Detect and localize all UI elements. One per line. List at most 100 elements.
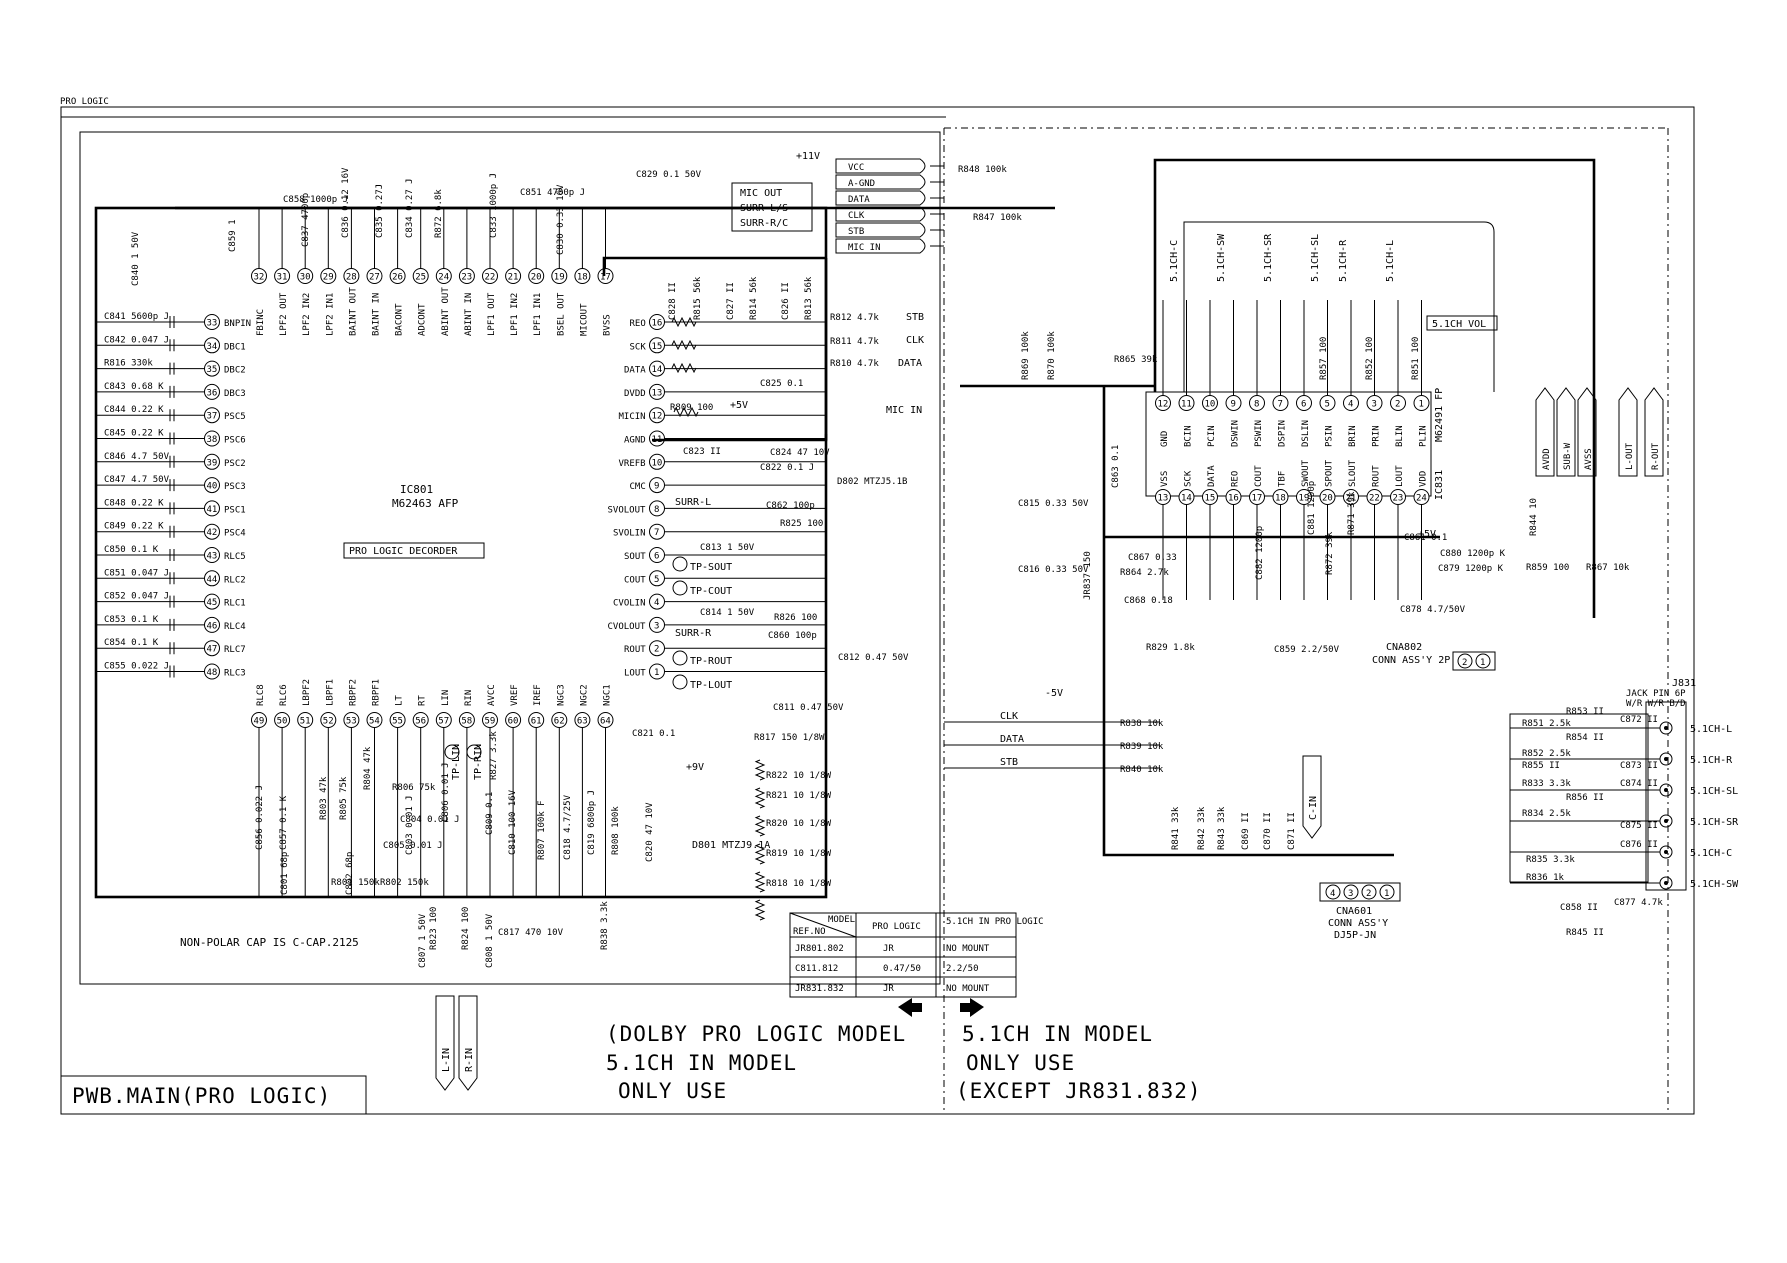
ic831-pin-number: 8 — [1254, 400, 1259, 410]
ic801-pin-name: DBC3 — [224, 389, 246, 399]
sheet-tag: PRO LOGIC — [60, 97, 109, 107]
mid-part-label: R811 4.7k — [830, 337, 879, 347]
ic831-pin-name: PLIN — [1419, 425, 1429, 447]
legend-right-line2: ONLY USE — [966, 1051, 1075, 1075]
ic801-pin-name: PSC1 — [224, 505, 246, 515]
ic831-part-label: R872 39k — [1325, 531, 1335, 575]
testpoint-cout — [672, 580, 688, 596]
mid-resistor — [671, 362, 697, 374]
ic801-pin-number: 48 — [207, 668, 218, 678]
ic801-pin-name: BNPIN — [224, 319, 251, 329]
ic831-pin — [1155, 395, 1171, 411]
ic801-pin — [505, 268, 522, 284]
ic831-part-label: R848 100k — [958, 165, 1007, 175]
cna802-connector: CNA802 CONN ASS'Y 2P 2 1 — [1372, 642, 1496, 671]
ic831-part-label: R829 1.8k — [1146, 643, 1195, 653]
bottom-part-label: C817 470 10V — [498, 928, 564, 938]
mid-part-label: R818 10 1/8W — [766, 879, 832, 889]
ic831-pin-name: VSS — [1160, 471, 1170, 487]
ic831-pin-number: 15 — [1205, 494, 1216, 504]
ic801-pin-name: FBINC — [256, 309, 266, 336]
ic801-pin-name: ABINT IN — [464, 293, 474, 336]
ic801-pin-number: 4 — [654, 598, 659, 608]
ic801-pin-name: CMC — [630, 482, 646, 492]
ic831-part-label: C878 4.7/50V — [1400, 605, 1466, 615]
left-part-label: C848 0.22 K — [104, 498, 164, 508]
ic831-input-label: 5.1CH-R — [1338, 239, 1349, 282]
ic801-pin-name: VREF — [510, 684, 520, 706]
ic801-pin-number: 1 — [654, 668, 659, 678]
connector-bus-label: STB — [848, 227, 864, 237]
ic801-pin — [649, 523, 665, 540]
ic801-pin-name: RLC2 — [224, 575, 246, 585]
mid-resistor-chain — [754, 815, 766, 837]
ic831-pin-name: COUT — [1254, 465, 1264, 487]
j831-output-labels: 5.1CH-L5.1CH-R5.1CH-SL5.1CH-SR5.1CH-C5.1… — [1510, 721, 1739, 890]
ic831-pin-number: 22 — [1369, 494, 1380, 504]
sheet-frame — [60, 106, 1695, 1115]
jack-part-label: R851 2.5k — [1522, 719, 1571, 729]
legend-right-line3: (EXCEPT JR831.832) — [956, 1079, 1202, 1103]
ic801-pin — [458, 268, 475, 284]
ic831-pin-number: 11 — [1181, 400, 1192, 410]
model-table: MODEL REF.NO PRO LOGIC 5.1CH IN PRO LOGI… — [789, 912, 1044, 998]
stb-label: STB — [906, 312, 924, 323]
left-part-label: C843 0.68 K — [104, 382, 164, 392]
testpoint-label: TP-RIN — [473, 744, 484, 780]
bottom-part-label: R804 47k — [363, 746, 373, 790]
mid-part-label: C814 1 50V — [700, 608, 755, 618]
right-arrow-shape — [1577, 387, 1597, 477]
ic801-pin-number: 46 — [207, 621, 218, 631]
ic831-pin — [1178, 395, 1195, 411]
ic831-input-label: 5.1CH-SR — [1263, 233, 1274, 282]
cna601-pin: 4 — [1330, 889, 1335, 899]
ic831-pin — [1413, 489, 1430, 505]
ic801-pin — [649, 663, 665, 680]
jack-part-label: R835 3.3k — [1526, 855, 1575, 865]
ic801-pin-number: 8 — [654, 505, 659, 515]
right-arrow-shape — [1618, 387, 1638, 477]
ic801-pin — [204, 360, 220, 377]
bottom-part-label: R806 75k — [392, 783, 436, 793]
right-arrow-icon — [960, 998, 984, 1017]
ic801-pin-number: 36 — [207, 388, 218, 398]
ic801-pin-number: 38 — [207, 435, 218, 445]
ic801-pin — [251, 268, 267, 284]
ic801-pin-number: 3 — [654, 621, 659, 631]
ic831-pin — [1319, 395, 1336, 411]
table-cell-51ch: NO MOUNT — [946, 984, 990, 994]
ic801-pin-name: AGND — [624, 436, 646, 446]
ic801-pin-number: 53 — [346, 717, 357, 727]
table-cell-51ch: 2.2/50 — [946, 964, 979, 974]
mid-part-label: R814 56k — [749, 276, 759, 320]
ic801-pin-name: LBPF1 — [325, 679, 335, 706]
ic801-pin-name: LPF1 OUT — [487, 292, 497, 336]
cna601-pin: 1 — [1384, 889, 1389, 899]
ic831-pin — [1249, 489, 1265, 505]
ic831-body — [1145, 391, 1432, 497]
ic831-part-label: C880 1200p K — [1440, 549, 1506, 559]
jack-part-label: R854 II — [1566, 733, 1604, 743]
jack-part-label: R853 II — [1566, 707, 1604, 717]
ic801-pin-number: 16 — [652, 319, 663, 329]
testpoint-label: TP-SOUT — [690, 562, 732, 573]
ic831-part-label: R847 100k — [973, 213, 1022, 223]
right-arrow-shape — [1535, 387, 1555, 477]
ic801-pin — [389, 712, 406, 728]
right-arrow-label: R-OUT — [1651, 442, 1661, 470]
ic831-part-label: R840 10k — [1120, 765, 1164, 775]
mid-part-label: C813 1 50V — [700, 543, 755, 553]
ic831-pin-name: DATA — [1207, 465, 1217, 487]
ic801-pin — [204, 430, 220, 447]
ic801-pin-name: RLC8 — [256, 684, 266, 706]
bottom-arrow-label: C-IN — [1308, 796, 1319, 820]
bottom-part-label: R808 100k — [611, 806, 621, 855]
ic801-pin — [204, 593, 220, 610]
left-part-label: C841 5600p J — [104, 312, 169, 322]
mid-resistor — [671, 316, 697, 328]
cna802-pin: 2 — [1462, 658, 1467, 668]
ic831-input-label: 5.1CH-C — [1169, 240, 1180, 282]
ic801-pin — [649, 337, 665, 354]
ic831-pin-number: 4 — [1348, 400, 1353, 410]
